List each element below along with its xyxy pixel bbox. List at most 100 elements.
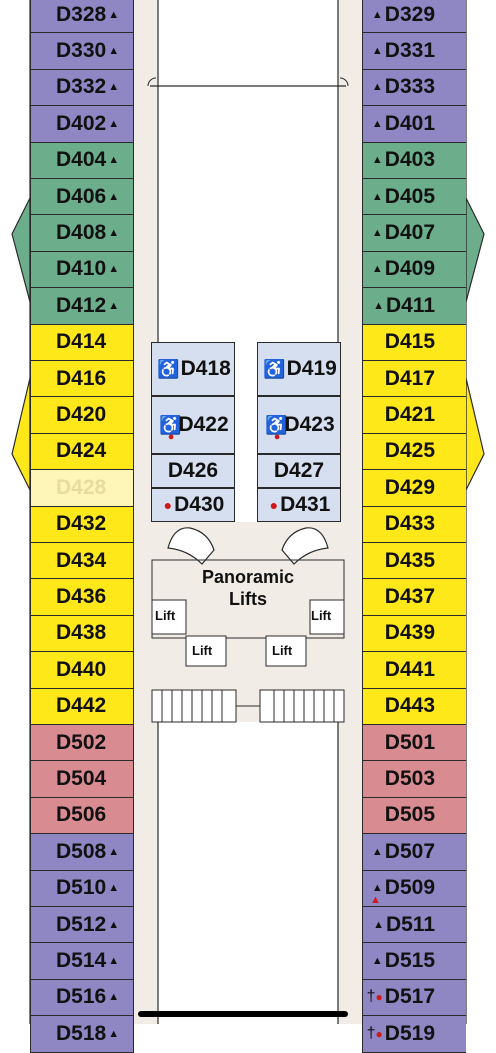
cabin-d440[interactable]: D440 — [46, 651, 134, 689]
cabin-d412[interactable]: D412▲ — [46, 287, 134, 325]
cabin-d436[interactable]: D436 — [46, 578, 134, 616]
cabin-d514[interactable]: D514▲ — [46, 942, 134, 980]
cabin-d422[interactable]: ♿●D422 — [151, 396, 235, 454]
balcony-triangle-icon: ▲ — [371, 81, 383, 94]
cabin-d402[interactable]: D402▲ — [46, 105, 134, 143]
cabin-d507[interactable]: ▲D507 — [362, 833, 466, 871]
cabin-d416[interactable]: D416 — [46, 360, 134, 398]
cabin-d516[interactable]: D516▲ — [46, 978, 134, 1017]
cabin-d332[interactable]: D332▲ — [46, 68, 134, 107]
cabin-d330[interactable]: D330▲ — [46, 32, 134, 70]
cabin-d407[interactable]: ▲D407 — [362, 214, 466, 252]
cabin-d408[interactable]: D408▲ — [46, 214, 134, 252]
cabin-d418[interactable]: ♿D418 — [151, 342, 235, 396]
cabin-d410[interactable]: D410▲ — [46, 250, 134, 289]
cabin-d424[interactable]: D424 — [46, 432, 134, 471]
cabin-d509[interactable]: ▲D509 — [362, 869, 466, 907]
cabin-d406[interactable]: D406▲ — [46, 178, 134, 216]
cabin-d437[interactable]: D437 — [362, 578, 466, 616]
cabin-d515[interactable]: ▲D515 — [362, 942, 466, 980]
balcony-triangle-icon: ▲ — [108, 955, 120, 968]
cabin-d411[interactable]: ▲D411 — [362, 287, 466, 325]
hull-strip — [30, 942, 47, 980]
cabin-number: D433 — [384, 512, 435, 536]
cabin-d511[interactable]: ▲D511 — [362, 906, 466, 944]
cabin-d512[interactable]: D512▲ — [46, 906, 134, 944]
balcony-triangle-icon: ▲ — [108, 1027, 120, 1040]
cabin-d430[interactable]: ●D430 — [151, 488, 235, 522]
cabin-d439[interactable]: D439 — [362, 614, 466, 653]
cabin-number: D417 — [384, 366, 435, 390]
cabin-d438[interactable]: D438 — [46, 614, 134, 653]
hull-strip — [465, 360, 466, 398]
cabin-d503[interactable]: D503 — [362, 760, 466, 798]
cabin-number: D403 — [384, 148, 435, 172]
cabin-d506[interactable]: D506 — [46, 796, 134, 835]
cabin-d429[interactable]: D429 — [362, 469, 466, 507]
cabin-d431[interactable]: ●D431 — [257, 488, 341, 522]
cabin-d443[interactable]: D443 — [362, 687, 466, 725]
cabin-number: D429 — [384, 475, 435, 499]
cabin-d405[interactable]: ▲D405 — [362, 178, 466, 216]
cabin-d328[interactable]: D328▲ — [46, 0, 134, 34]
cabin-number: D431 — [280, 493, 331, 516]
cabin-d434[interactable]: D434 — [46, 542, 134, 580]
cabin-d426[interactable]: D426 — [151, 454, 235, 488]
wheelchair-icon: ♿● — [159, 414, 182, 443]
hull-strip — [465, 141, 466, 179]
balcony-triangle-icon: ▲ — [373, 918, 384, 931]
cabin-number: D432 — [56, 512, 107, 536]
cabin-d331[interactable]: ▲D331 — [362, 32, 466, 70]
lift-center-left-shaft[interactable] — [185, 635, 227, 667]
cabin-d504[interactable]: D504 — [46, 760, 134, 798]
cabin-d421[interactable]: D421 — [362, 396, 466, 434]
cabin-d435[interactable]: D435 — [362, 542, 466, 580]
hull-strip — [465, 578, 466, 616]
hull-strip — [30, 141, 47, 179]
lift-right-shaft[interactable] — [309, 599, 345, 635]
cabin-d409[interactable]: ▲D409 — [362, 250, 466, 289]
cabin-number: D430 — [174, 493, 225, 516]
cabin-d329[interactable]: ▲D329 — [362, 0, 466, 34]
cabin-number: D507 — [384, 839, 435, 863]
cabin-d501[interactable]: D501 — [362, 724, 466, 762]
cabin-d425[interactable]: D425 — [362, 432, 466, 471]
cabin-d427[interactable]: D427 — [257, 454, 341, 488]
cabin-d423[interactable]: ♿●D423 — [257, 396, 341, 454]
panoramic-lift-right[interactable] — [281, 527, 329, 565]
cabin-d403[interactable]: ▲D403 — [362, 141, 466, 179]
hull-strip — [30, 833, 47, 871]
balcony-triangle-icon: ▲ — [108, 227, 120, 240]
cabin-d419[interactable]: ♿D419 — [257, 342, 341, 396]
cabin-d415[interactable]: D415 — [362, 323, 466, 361]
home-indicator[interactable] — [138, 1011, 348, 1017]
hull-strip — [30, 68, 47, 107]
stairs-right — [259, 689, 345, 723]
cabin-d401[interactable]: ▲D401 — [362, 105, 466, 143]
cabin-d432[interactable]: D432 — [46, 505, 134, 543]
cabin-d428[interactable]: D428 — [46, 469, 134, 507]
lift-center-right-shaft[interactable] — [265, 635, 307, 667]
cabin-number: D505 — [384, 803, 435, 827]
cabin-d420[interactable]: D420 — [46, 396, 134, 434]
cabin-d510[interactable]: D510▲ — [46, 869, 134, 907]
lift-left-shaft[interactable] — [151, 599, 187, 635]
cabin-d517[interactable]: †●D517 — [362, 978, 466, 1017]
cabin-d414[interactable]: D414 — [46, 323, 134, 361]
cabin-d433[interactable]: D433 — [362, 505, 466, 543]
panoramic-lift-left[interactable] — [167, 527, 215, 565]
cabin-d502[interactable]: D502 — [46, 724, 134, 762]
cabin-d518[interactable]: D518▲ — [46, 1015, 134, 1053]
balcony-triangle-icon: ▲ — [371, 955, 383, 968]
cabin-d404[interactable]: D404▲ — [46, 141, 134, 179]
cabin-d442[interactable]: D442 — [46, 687, 134, 725]
cabin-d417[interactable]: D417 — [362, 360, 466, 398]
cabin-d508[interactable]: D508▲ — [46, 833, 134, 871]
cabin-d441[interactable]: D441 — [362, 651, 466, 689]
cabin-d333[interactable]: ▲D333 — [362, 68, 466, 107]
hull-strip — [30, 432, 47, 471]
cabin-d505[interactable]: D505 — [362, 796, 466, 835]
hull-strip — [30, 906, 47, 944]
cabin-number: D419 — [286, 357, 337, 380]
cabin-d519[interactable]: †●D519 — [362, 1015, 466, 1053]
